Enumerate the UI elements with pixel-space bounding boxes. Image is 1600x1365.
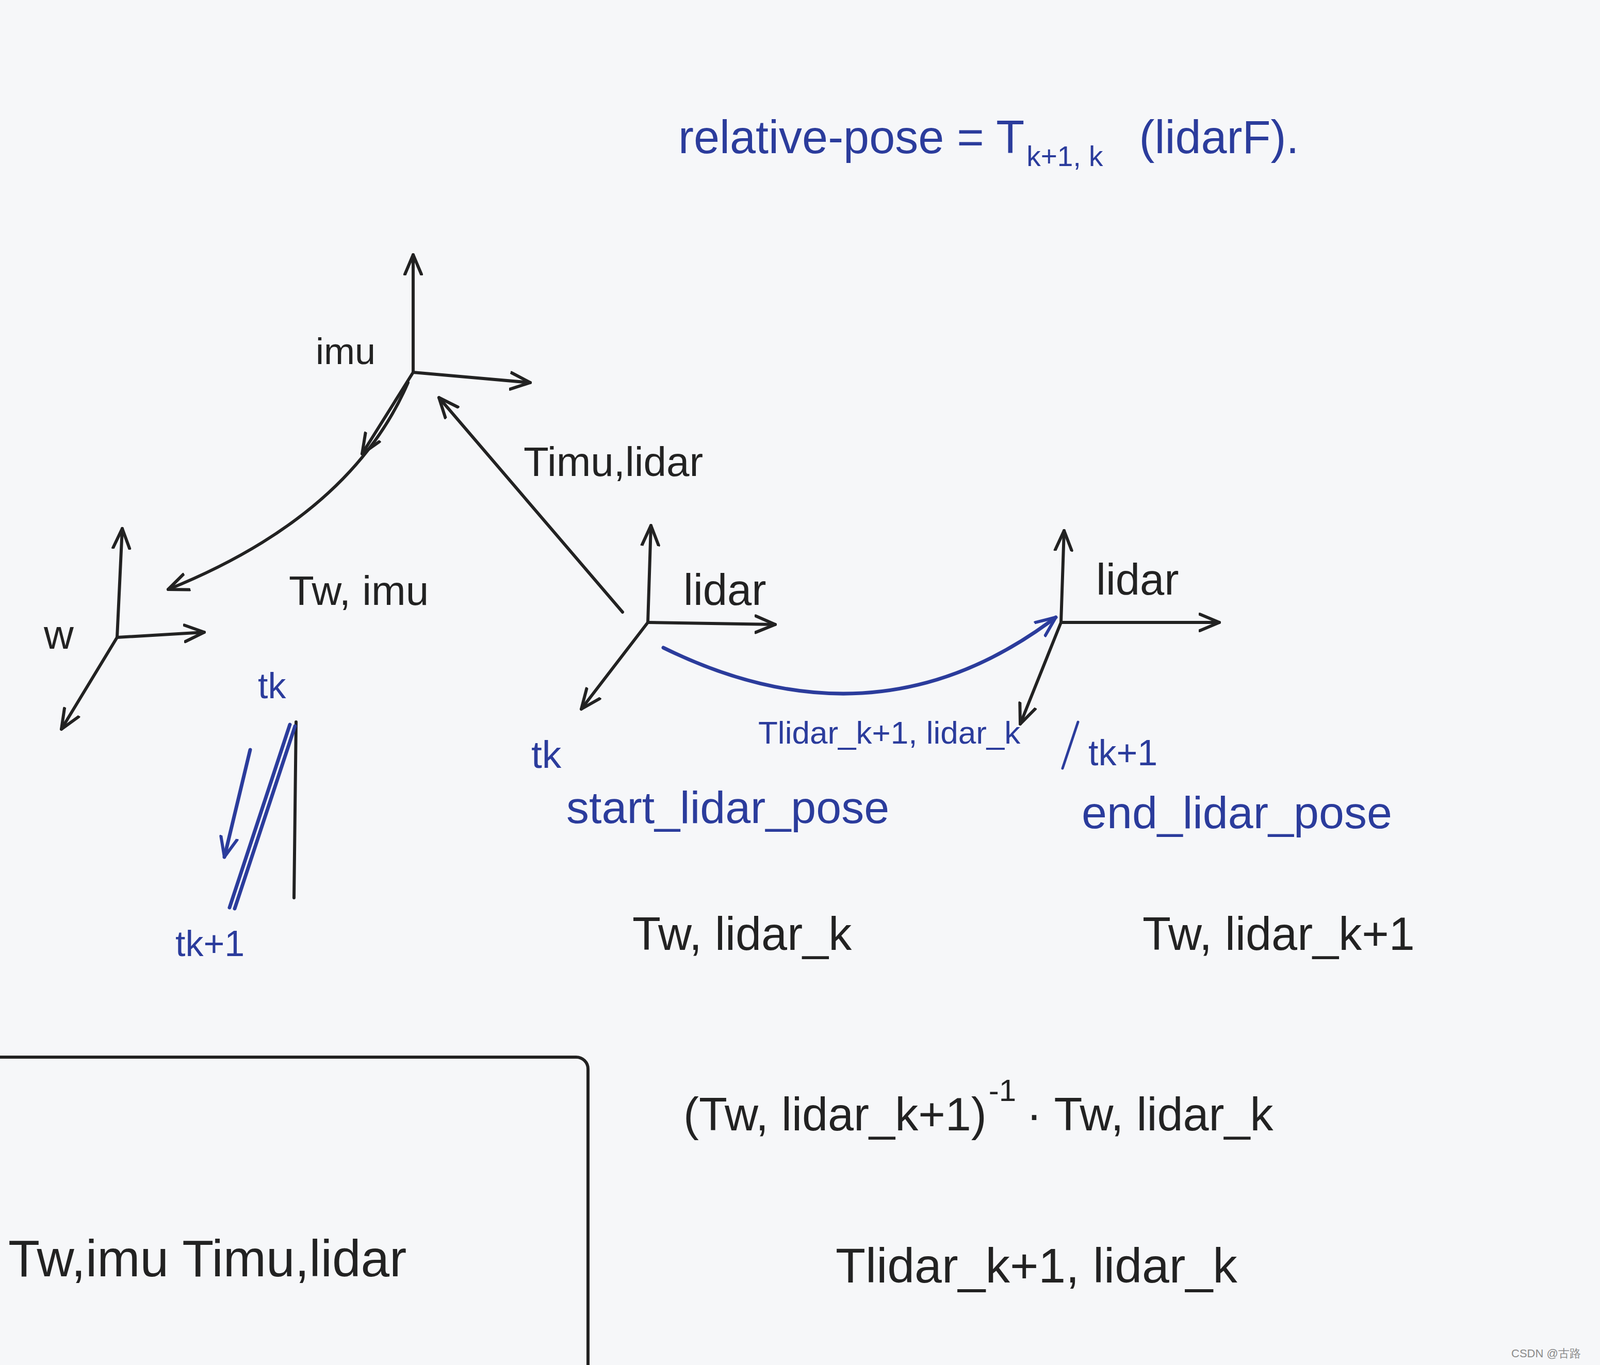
transform-label: Timu,lidar (523, 438, 704, 486)
superscript-text: -1 (988, 1072, 1017, 1109)
pose-formula: Tlidar_k+1, lidar_k (835, 1237, 1238, 1295)
frame-note: (lidarF). (1138, 110, 1299, 165)
time-line (234, 726, 296, 909)
relative-pose-arrow (663, 617, 1056, 694)
transform-arrow (168, 382, 408, 590)
pose-name: end_lidar_pose (1081, 786, 1393, 839)
pose-formula: Tw, lidar_k+1 (1142, 907, 1415, 962)
time-label: tk+1 (1088, 732, 1158, 775)
frame-label: lidar (1096, 554, 1180, 606)
time-line (229, 724, 290, 908)
pose-name: start_lidar_pose (566, 781, 890, 834)
time-label: tk+1 (175, 923, 245, 966)
lidar-frame-k1 (1020, 530, 1220, 725)
frame-label: w (43, 611, 74, 659)
time-label: tk (531, 732, 562, 777)
world-frame (61, 528, 205, 730)
pose-formula: · Tw, lidar_k (1026, 1088, 1274, 1142)
transform-arrow (438, 397, 623, 613)
transform-label: Tlidar_k+1, lidar_k (758, 714, 1021, 751)
time-line (294, 722, 297, 899)
relative-pose-formula: relative-pose = T (678, 110, 1025, 165)
watermark: CSDN @古路 (1511, 1347, 1581, 1361)
strike-mark (1062, 722, 1079, 769)
pose-formula: Tw, lidar_k (632, 907, 852, 962)
time-arrow (224, 749, 251, 858)
pose-formula: (Tw, lidar_k+1) (683, 1088, 987, 1142)
formula-box: Tw,imu Timu,lidar (0, 1055, 590, 1365)
time-label: tk (257, 665, 286, 708)
frame-label: lidar (683, 564, 767, 616)
subscript-text: k+1, k (1026, 140, 1103, 173)
transform-label: Tw, imu (288, 567, 429, 615)
frame-label: imu (315, 330, 376, 373)
formula-text: Tw,imu Timu,lidar (8, 1229, 407, 1289)
